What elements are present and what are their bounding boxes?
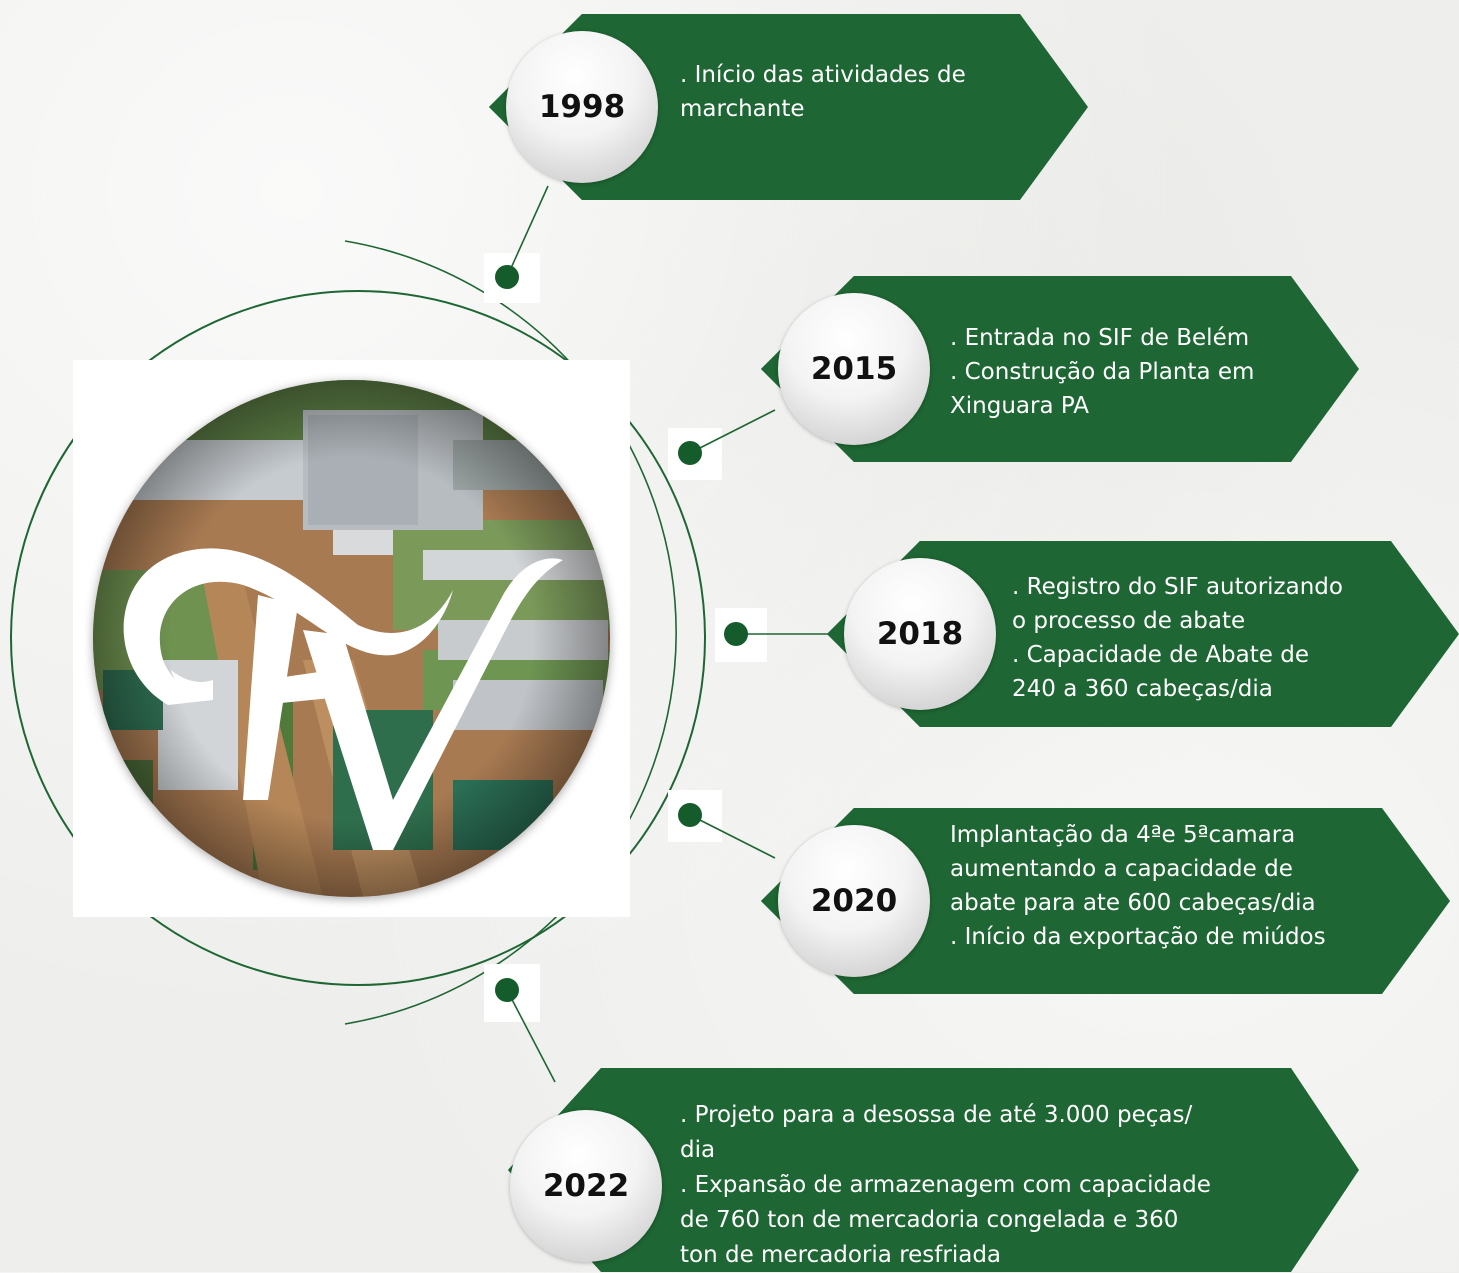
milestone-line: Implantação da 4ªe 5ªcamara [950,822,1296,848]
milestone-line: Xinguara PA [950,393,1089,419]
timeline-arc [344,240,677,1025]
milestone-text-2022: . Projeto para a desossa de até 3.000 pe… [680,1098,1211,1273]
connector-2022 [506,989,556,1083]
milestone-line: de 760 ton de mercadoria congelada e 360 [680,1207,1179,1233]
year-badge-1998: 1998 [506,31,658,183]
milestone-line: . Início das atividades de [680,62,966,88]
milestone-line: marchante [680,96,805,122]
connector-2015 [689,409,776,454]
milestone-line: aumentando a capacidade de [950,856,1293,882]
milestone-line: . Construção da Planta em [950,359,1255,385]
plant-aerial-photo [93,380,610,897]
milestone-line: . Entrada no SIF de Belém [950,325,1250,351]
connector-2020 [689,814,776,859]
milestone-line: . Registro do SIF autorizando [1012,574,1343,600]
milestone-text-1998: . Início das atividades de marchante [680,58,966,126]
photo-frame [73,360,630,917]
milestone-line: . Início da exportação de miúdos [950,924,1326,950]
milestone-line: . Projeto para a desossa de até 3.000 pe… [680,1102,1193,1128]
year-badge-2015: 2015 [778,293,930,445]
fv-logo-icon [123,548,563,850]
outer-ring [10,290,706,986]
node-2020 [678,803,702,827]
milestone-text-2015: . Entrada no SIF de Belém . Construção d… [950,321,1254,423]
milestone-text-2018: . Registro do SIF autorizando o processo… [1012,570,1343,706]
milestone-line: . Expansão de armazenagem com capacidade [680,1172,1211,1198]
node-2022 [495,978,519,1002]
year-badge-2020: 2020 [778,825,930,977]
node-2015 [678,441,702,465]
milestone-line: ton de mercadoria resfriada [680,1242,1002,1268]
milestone-line: abate para ate 600 cabeças/dia [950,890,1316,916]
year-badge-2022: 2022 [510,1110,662,1262]
milestone-text-2020: Implantação da 4ªe 5ªcamara aumentando a… [950,818,1326,954]
milestone-line: dia [680,1137,716,1163]
milestone-line: o processo de abate [1012,608,1246,634]
milestone-line: . Capacidade de Abate de [1012,642,1309,668]
node-1998 [495,265,519,289]
milestone-line: 240 a 360 cabeças/dia [1012,676,1273,702]
year-badge-2018: 2018 [844,558,996,710]
connector-1998 [506,185,549,278]
node-2018 [724,622,748,646]
